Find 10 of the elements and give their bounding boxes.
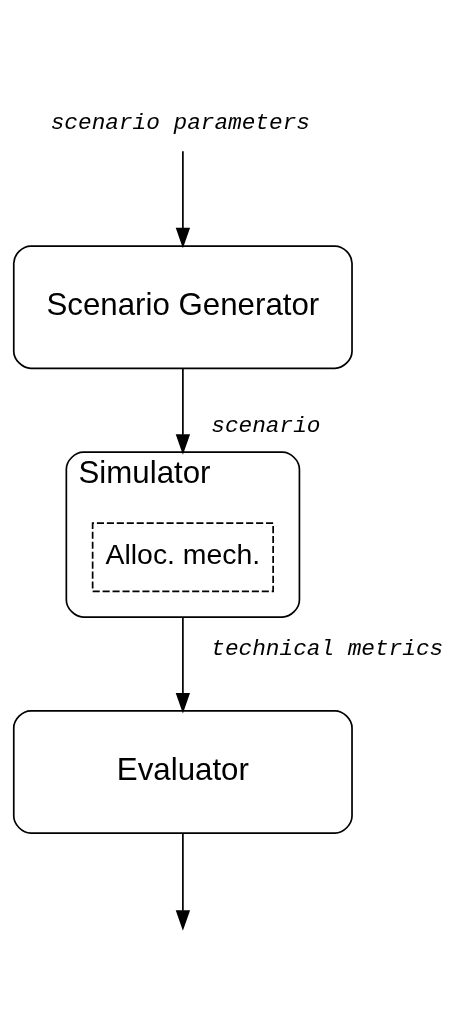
node-box: Alloc. mech. [91,522,274,593]
node-box: Evaluator [12,710,353,834]
arrow [175,367,191,455]
edge-label: scenario [211,412,321,439]
node-box: Scenario Generator [12,245,353,370]
arrow [175,616,191,714]
edge-label: technical metrics [211,636,444,663]
arrow [175,832,191,931]
node-text: scenario parameters [50,110,310,137]
arrow [175,150,191,249]
